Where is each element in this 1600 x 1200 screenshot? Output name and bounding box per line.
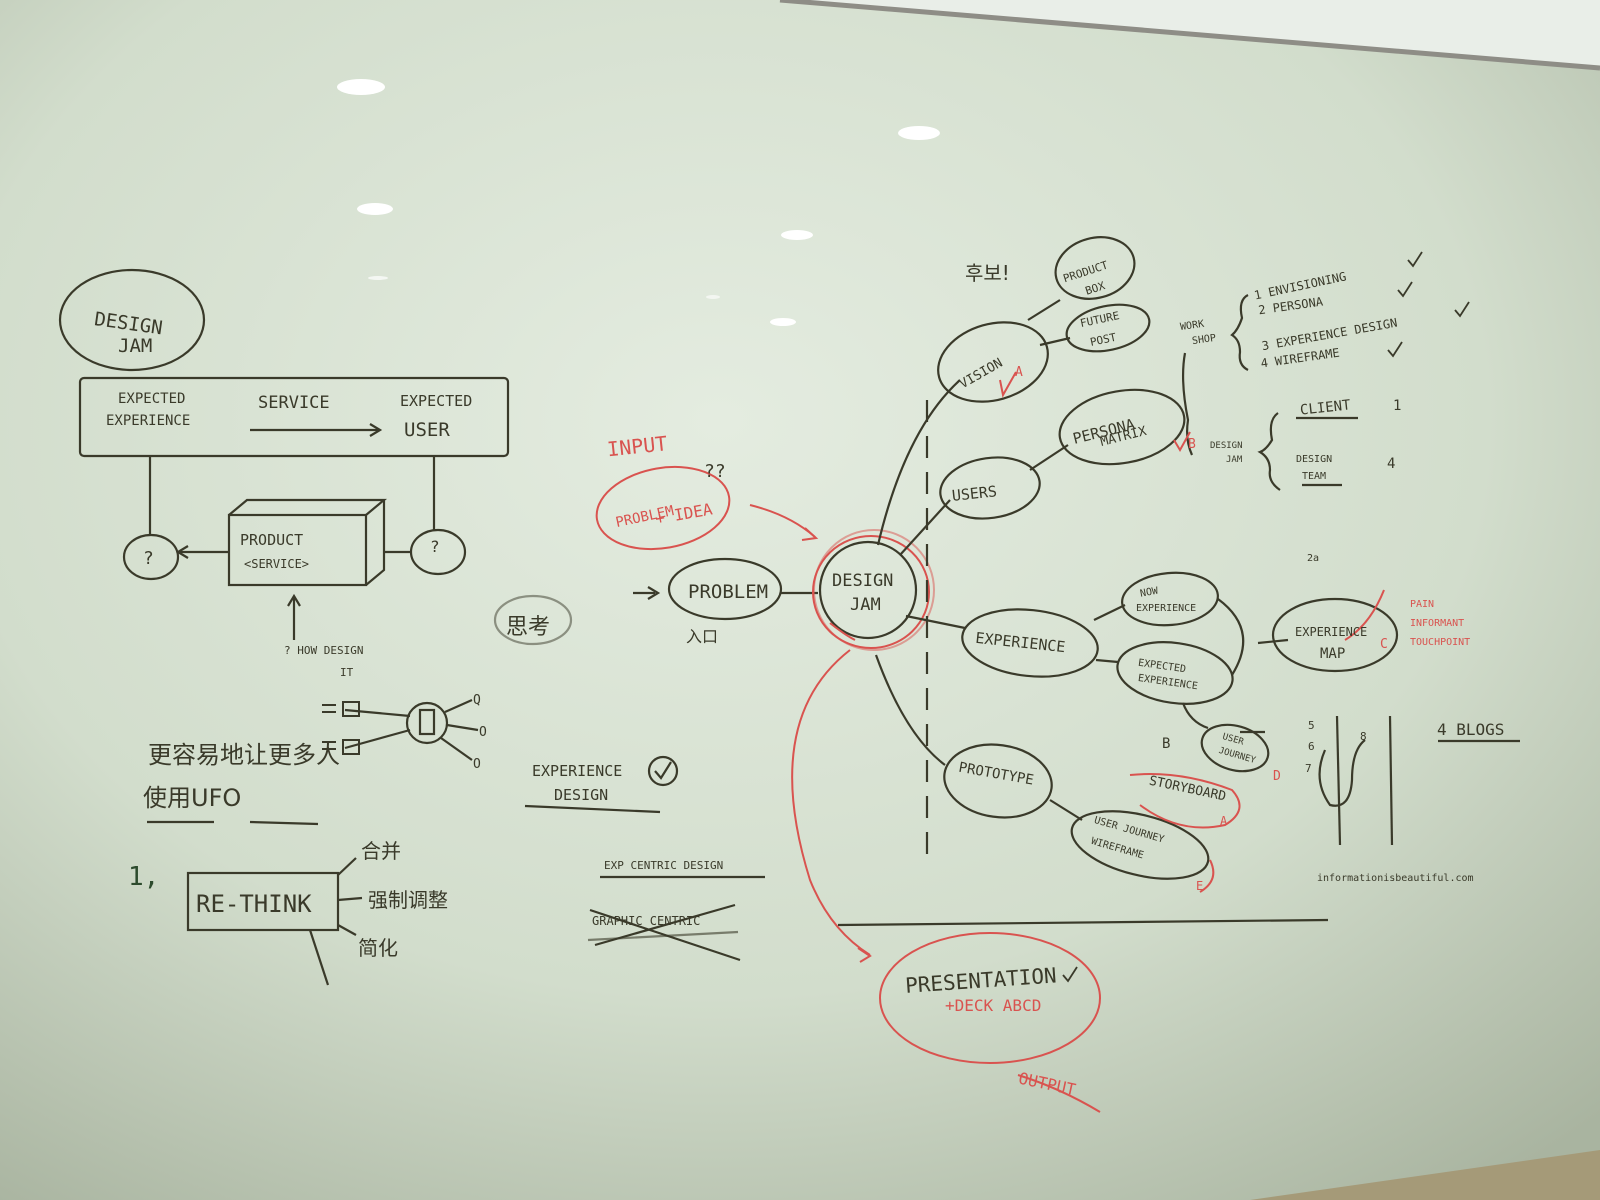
node-right-2: O xyxy=(479,725,487,740)
middle-red-lines xyxy=(595,465,1101,1113)
cn-line-2: 使用UFO xyxy=(143,784,241,812)
blogs: 4 BLOGS xyxy=(1437,720,1504,739)
board-top-frame xyxy=(779,0,1600,71)
product-2: <SERVICE> xyxy=(244,557,309,571)
sketch-num-4: 8 xyxy=(1360,730,1367,743)
product-1: PRODUCT xyxy=(240,531,303,549)
middle-lines xyxy=(493,540,918,962)
red-list-2: INFORMANT xyxy=(1410,618,1464,629)
storyboard-tag: A xyxy=(1220,814,1228,828)
design-team-2: TEAM xyxy=(1302,471,1326,482)
scribble-icons xyxy=(322,701,360,755)
exp-design-1: EXPERIENCE xyxy=(532,762,622,780)
design-jam-right-2: JAM xyxy=(1226,455,1243,465)
node-right-1: Q xyxy=(473,693,481,708)
branch-2: 强制调整 xyxy=(368,888,448,912)
rethink: RE-THINK xyxy=(196,890,312,918)
deck: +DECK ABCD xyxy=(945,996,1041,1015)
wireframe-tag: E xyxy=(1196,879,1203,893)
right-lines xyxy=(837,236,1520,927)
jp-note: 후보! xyxy=(965,261,1010,285)
sketch-num-3: 7 xyxy=(1305,762,1312,775)
crossed-out: GRAPHIC CENTRIC xyxy=(592,914,700,928)
exp-design-2: DESIGN xyxy=(554,786,608,804)
exp-centric: EXP CENTRIC DESIGN xyxy=(604,859,723,872)
floor-strip xyxy=(1250,1150,1600,1200)
cn-line-1: 更容易地让更多人 xyxy=(148,741,340,769)
red-list-1: PAIN xyxy=(1410,599,1434,610)
right-red-lines xyxy=(999,371,1385,893)
branch-3: 简化 xyxy=(358,936,398,960)
sketch-num-2: 6 xyxy=(1308,740,1315,753)
box-right-2: USER xyxy=(404,419,450,441)
problem: PROBLEM xyxy=(688,581,768,603)
top-glyph: 思考 xyxy=(506,615,550,640)
workshop-2: SHOP xyxy=(1191,333,1216,347)
presentation-ring xyxy=(879,932,1101,1064)
product-box-2: BOX xyxy=(1084,279,1107,298)
client: CLIENT xyxy=(1299,397,1352,418)
journey-tag: D xyxy=(1273,769,1281,784)
exp-map-1: EXPERIENCE xyxy=(1295,625,1367,639)
url: informationisbeautiful.com xyxy=(1317,873,1474,884)
wall-above-board xyxy=(780,0,1600,68)
exp-map-2: MAP xyxy=(1320,646,1345,662)
client-n: 1 xyxy=(1393,398,1401,414)
branch-1: 合并 xyxy=(361,839,401,863)
left-diagram-text: DESIGN JAM EXPECTED EXPERIENCE SERVICE E… xyxy=(93,308,487,960)
left-diagram-lines xyxy=(58,268,510,986)
list-checkmarks xyxy=(1062,251,1470,983)
node-right-3: O xyxy=(473,757,481,772)
sketch-num-1: 5 xyxy=(1308,719,1315,732)
vision-tag: A xyxy=(1015,365,1023,380)
red-list-3: TOUCHPOINT xyxy=(1410,637,1470,648)
left-title-2: JAM xyxy=(118,335,152,357)
center-1: DESIGN xyxy=(832,571,893,591)
box-left-1: EXPECTED xyxy=(118,391,185,407)
q-left: ? xyxy=(143,548,154,569)
workshop-1: WORK xyxy=(1179,319,1204,333)
b-mark: B xyxy=(1162,736,1170,752)
problem-cn: 入口 xyxy=(686,627,718,646)
now-exp-1: NOW xyxy=(1139,586,1160,600)
middle-text: 思考 EXPERIENCE DESIGN EXP CENTRIC DESIGN … xyxy=(506,461,1057,998)
users: USERS xyxy=(951,482,998,505)
how-design-2: IT xyxy=(340,666,354,679)
persona-tag: B xyxy=(1188,437,1196,452)
box-mid: SERVICE xyxy=(258,393,330,413)
now-exp-2: EXPERIENCE xyxy=(1136,603,1196,614)
small-mark: 2a xyxy=(1307,553,1319,564)
box-left-2: EXPERIENCE xyxy=(106,413,190,429)
q-right: ? xyxy=(430,537,440,556)
step-number: 1, xyxy=(128,862,159,892)
qq: ?? xyxy=(704,461,726,482)
right-red-text: A B C PAIN INFORMANT TOUCHPOINT D A E xyxy=(1015,365,1470,893)
team-n: 4 xyxy=(1387,456,1395,472)
box-right-1: EXPECTED xyxy=(400,392,472,410)
exp-map-tag: C xyxy=(1380,637,1388,652)
design-jam-right-1: DESIGN xyxy=(1210,441,1243,451)
future-post-2: POST xyxy=(1089,331,1118,349)
design-team-1: DESIGN xyxy=(1296,454,1332,465)
light-reflections xyxy=(337,79,940,326)
how-design-1: ? HOW DESIGN xyxy=(284,644,363,657)
center-2: JAM xyxy=(850,595,881,615)
